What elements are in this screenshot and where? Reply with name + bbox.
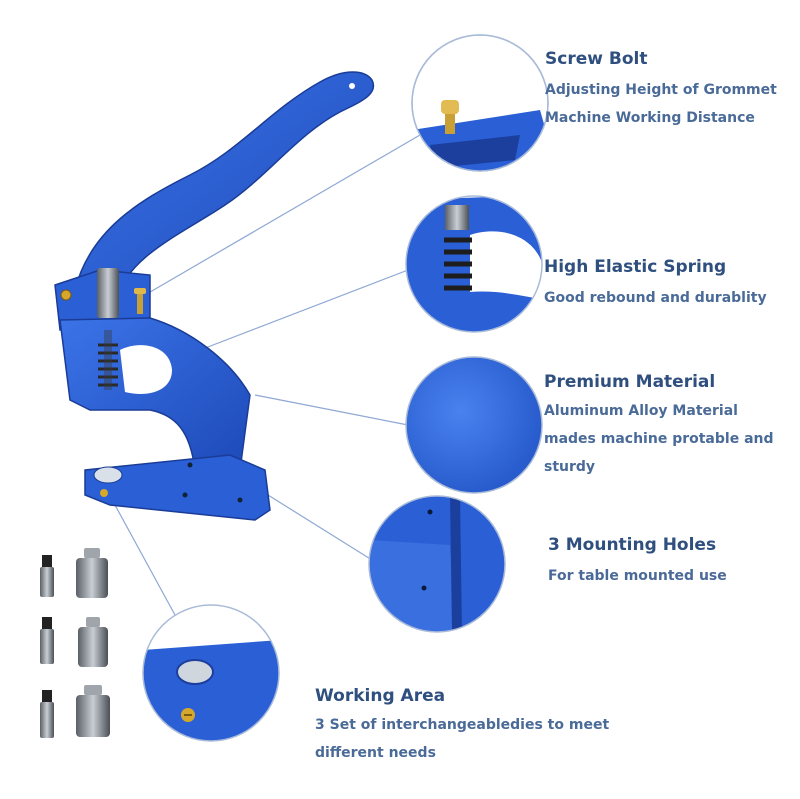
feature-line: 3 Set of interchangeabledies to meet: [315, 717, 610, 733]
zoom-mounting-holes: [368, 495, 506, 633]
feature-material: Premium Material Aluminum Alloy Material…: [544, 371, 774, 481]
zoom-material: [405, 356, 543, 494]
feature-line: different needs: [315, 745, 436, 761]
feature-line: sturdy: [544, 459, 596, 475]
feature-line: Good rebound and durablity: [544, 290, 767, 306]
feature-spring: High Elastic Spring Good rebound and dur…: [544, 256, 767, 312]
feature-line: Machine Working Distance: [545, 110, 755, 126]
feature-mounting-holes: 3 Mounting Holes For table mounted use: [548, 534, 727, 590]
feature-line: Aluminum Alloy Material: [544, 403, 738, 419]
callout-lines: [114, 134, 421, 616]
feature-working-area: Working Area 3 Set of interchangeabledie…: [315, 685, 609, 767]
zoom-spring: [405, 195, 543, 333]
grommet-press-machine: [54, 71, 375, 521]
feature-screw-bolt: Screw Bolt Adjusting Height of Grommet M…: [545, 48, 777, 132]
feature-title: Working Area: [315, 686, 446, 706]
feature-title: High Elastic Spring: [544, 257, 727, 277]
feature-title: Screw Bolt: [545, 49, 648, 69]
feature-title: Premium Material: [544, 372, 716, 392]
die-set-icon: [40, 548, 110, 738]
feature-line: mades machine protable and: [544, 431, 774, 447]
zoom-screw-bolt: [411, 34, 549, 172]
zoom-working-area: [142, 604, 280, 742]
feature-line: For table mounted use: [548, 568, 727, 584]
feature-line: Adjusting Height of Grommet: [545, 82, 777, 98]
feature-title: 3 Mounting Holes: [548, 535, 717, 555]
